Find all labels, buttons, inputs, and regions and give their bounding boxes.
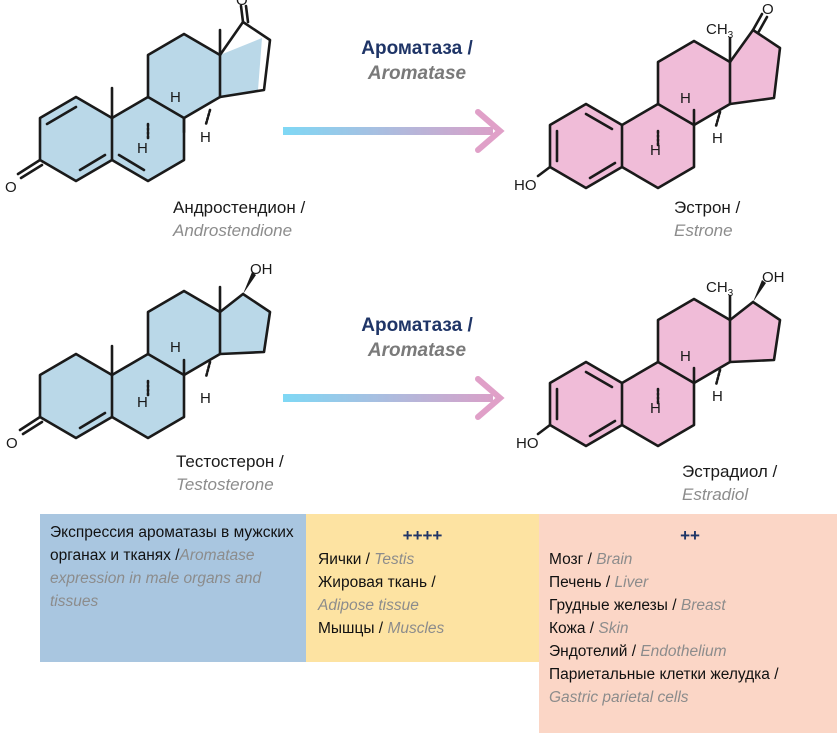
estrone-methyl: CH3 [706, 21, 734, 41]
estrone-name-ru: Эстрон / [674, 198, 741, 217]
list-item: Печень / Liver [549, 574, 649, 591]
list-item: Gastric parietal cells [549, 689, 689, 706]
androstenedione-name: Андростендион / Androstendione [173, 196, 305, 242]
androstenedione-h-9: H [137, 140, 148, 157]
estradiol-bonds [536, 280, 782, 448]
medium-expression-list: Мозг / Brain Печень / Liver Грудные желе… [549, 548, 831, 709]
estrone-h-9: H [650, 142, 661, 159]
expression-title-ru: Экспрессия ароматазы в мужских органах и… [50, 524, 294, 564]
estradiol-hydroxyl: HO [516, 435, 539, 452]
estradiol-h-14: H [712, 388, 723, 405]
estrone-h-8: H [680, 90, 691, 107]
estradiol-name: Эстрадиол / Estradiol [682, 460, 777, 506]
estradiol-methyl: CH3 [706, 279, 734, 299]
androstenedione-oxo-o: O [5, 179, 17, 196]
medium-expression-panel: ++ Мозг / Brain Печень / Liver Грудные ж… [539, 514, 837, 733]
testosterone-h-14: H [200, 390, 211, 407]
estrone-bonds [536, 12, 782, 190]
enzyme-name-en: Aromatase [367, 63, 467, 84]
high-expression-panel: ++++ Яички / Testis Жировая ткань / Adip… [306, 514, 539, 662]
estradiol-h-8: H [680, 348, 691, 365]
high-expression-list: Яички / Testis Жировая ткань / Adipose t… [318, 548, 527, 640]
estradiol-name-ru: Эстрадиол / [682, 462, 778, 481]
androstenedione-name-ru: Андростендион / [173, 198, 306, 217]
list-item: Adipose tissue [318, 597, 419, 614]
arrow-top [283, 109, 505, 153]
estradiol-name-en: Estradiol [682, 485, 749, 504]
enzyme-label-bottom: Ароматаза / Aromatase [287, 313, 547, 363]
list-item: Кожа / Skin [549, 620, 629, 637]
medium-expression-level: ++ [680, 526, 700, 545]
arrow-bottom [283, 376, 505, 420]
enzyme-name-en: Aromatase [367, 340, 467, 361]
estrone-keto-o: O [762, 1, 774, 18]
androstenedione-h-14: H [200, 129, 211, 146]
androstenedione-keto-o: O [236, 0, 248, 9]
testosterone-h-9: H [137, 394, 148, 411]
expression-title-en: Aromatase expression in male organs and … [50, 547, 262, 610]
estrone-hydroxyl: HO [514, 177, 537, 194]
testosterone-bonds [18, 272, 272, 440]
list-item: Эндотелий / Endothelium [549, 643, 727, 660]
testosterone-keto-o: O [6, 435, 18, 452]
testosterone-h-8: H [170, 339, 181, 356]
testosterone-oh: OH [250, 261, 273, 278]
estradiol-oh: OH [762, 269, 785, 286]
list-item: Париетальные клетки желудка / [549, 666, 779, 683]
list-item: Яички / Testis [318, 551, 415, 568]
estrone-name-en: Estrone [674, 221, 733, 240]
androstenedione-name-en: Androstendione [173, 221, 293, 240]
testosterone-name-ru: Тестостерон / [176, 452, 284, 471]
androstenedione-h-8: H [170, 89, 181, 106]
list-item: Грудные железы / Breast [549, 597, 726, 614]
androstenedione-bonds [16, 4, 272, 183]
list-item: Мозг / Brain [549, 551, 633, 568]
high-expression-level: ++++ [402, 526, 443, 545]
list-item: Мышцы / Muscles [318, 620, 445, 637]
enzyme-name-ru: Ароматаза / [361, 38, 473, 59]
list-item: Жировая ткань / [318, 574, 436, 591]
testosterone-rings-fill [40, 291, 270, 438]
enzyme-name-ru: Ароматаза / [361, 315, 473, 336]
testosterone-name-en: Testosterone [176, 475, 274, 494]
androstenedione-rings-fill [40, 34, 262, 181]
estrone-name: Эстрон / Estrone [674, 196, 740, 242]
testosterone-name: Тестостерон / Testosterone [176, 450, 284, 496]
estradiol-h-9: H [650, 400, 661, 417]
expression-title-panel: Экспрессия ароматазы в мужских органах и… [40, 514, 306, 662]
estrone-h-14: H [712, 130, 723, 147]
enzyme-label-top: Ароматаза / Aromatase [287, 36, 547, 86]
